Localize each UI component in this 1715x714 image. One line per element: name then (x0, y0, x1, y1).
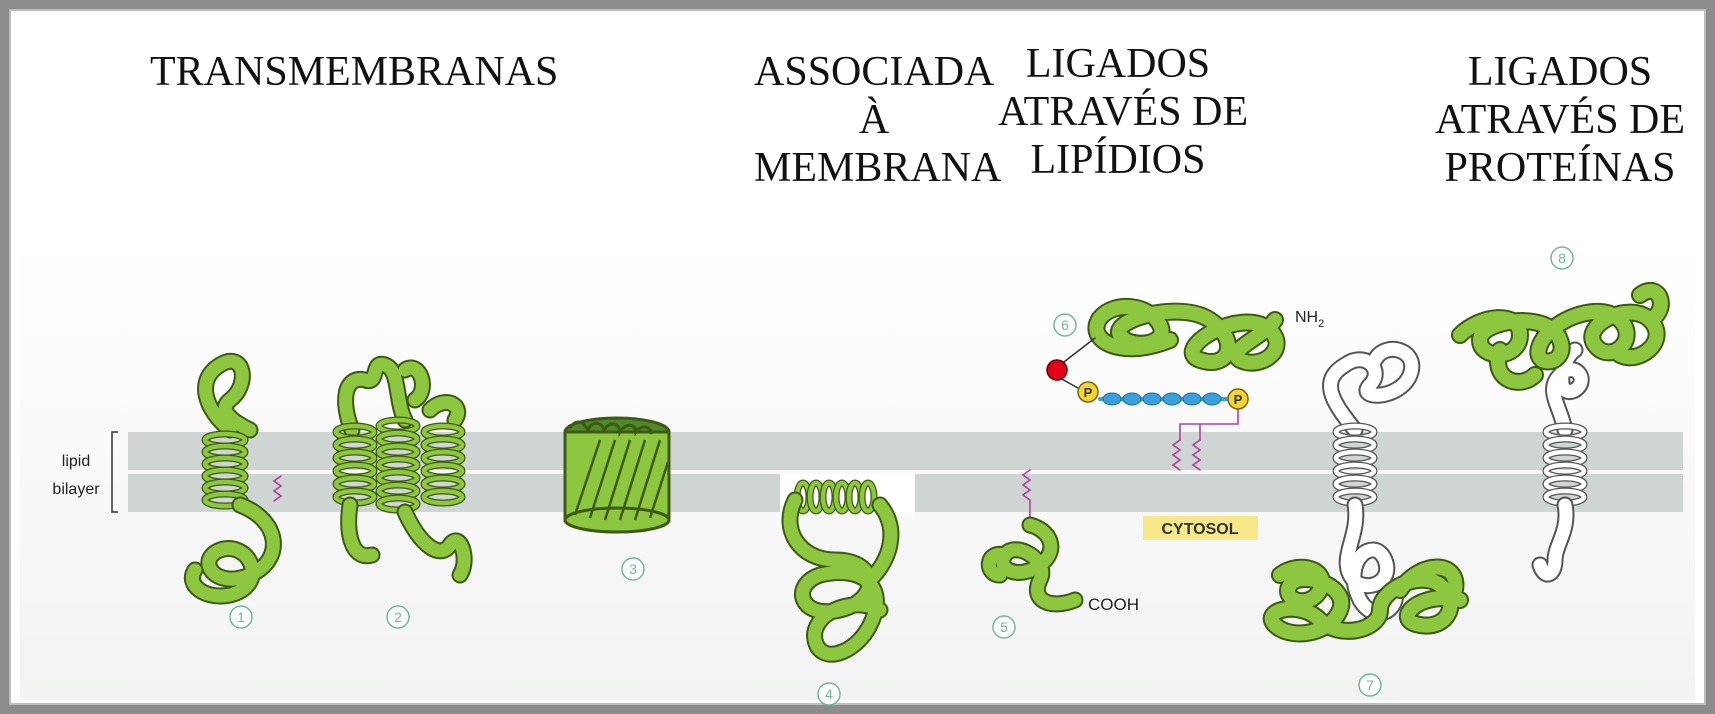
cooh-label: COOH (1088, 595, 1139, 614)
protein-number-1: 1 (230, 606, 252, 628)
svg-text:5: 5 (1000, 619, 1008, 635)
protein-number-4: 4 (818, 683, 840, 705)
svg-text:3: 3 (629, 561, 637, 577)
sugar-group-icon (1047, 360, 1067, 380)
horizontal-helix (797, 483, 874, 511)
protein-number-5: 5 (993, 616, 1015, 638)
protein-number-8: 8 (1551, 247, 1573, 269)
cytosol-tag: CYTOSOL (1143, 516, 1258, 540)
svg-text:7: 7 (1366, 677, 1374, 693)
protein-3-beta-barrel (565, 418, 669, 532)
phosphate-label: P (1234, 392, 1243, 407)
white-helix (1336, 426, 1374, 503)
svg-text:2: 2 (394, 609, 402, 625)
phosphate-label: P (1084, 385, 1093, 400)
svg-text:6: 6 (1061, 317, 1069, 333)
protein-number-6: 6 (1054, 314, 1076, 336)
protein-number-2: 2 (387, 606, 409, 628)
svg-text:4: 4 (825, 686, 833, 702)
white-helix (1546, 426, 1584, 503)
lipid-label: lipid (62, 453, 90, 470)
protein-number-7: 7 (1359, 674, 1381, 696)
svg-text:1: 1 (237, 609, 245, 625)
svg-text:8: 8 (1558, 250, 1566, 266)
helix-coil (205, 434, 245, 506)
protein-number-3: 3 (622, 558, 644, 580)
cytosol-label: CYTOSOL (1161, 521, 1238, 538)
bilayer-label: bilayer (52, 481, 100, 498)
